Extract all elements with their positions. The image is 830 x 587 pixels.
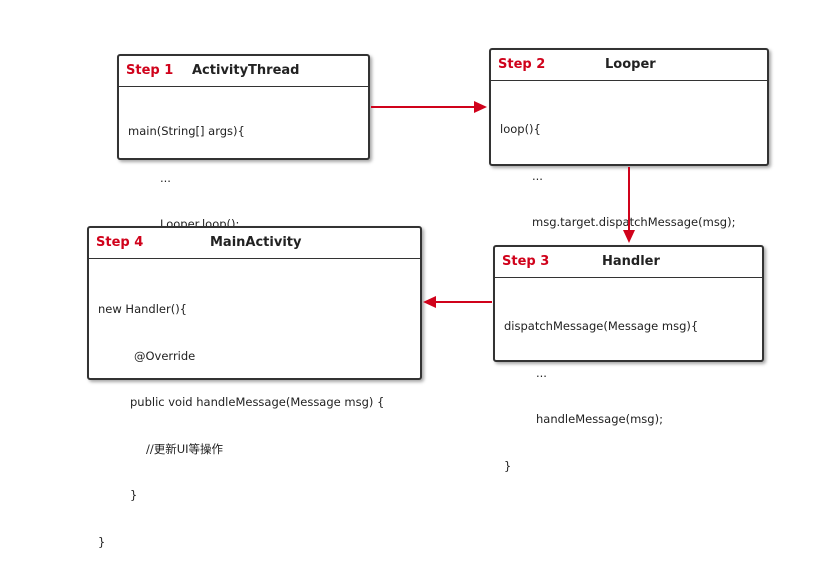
step2-header: Step 2 Looper <box>491 50 767 81</box>
step1-box: Step 1 ActivityThread main(String[] args… <box>117 54 370 278</box>
code-line: @Override <box>134 348 196 363</box>
code-line: main(String[] args){ <box>128 124 245 138</box>
step4-header: Step 4 MainActivity <box>89 228 420 259</box>
step2-label: Step 2 <box>498 57 546 72</box>
code-line: } <box>98 534 106 549</box>
code-line: loop(){ <box>500 122 541 136</box>
step1-header: Step 1 ActivityThread <box>119 56 368 87</box>
code-line: } <box>130 488 138 502</box>
step2-box: Step 2 Looper loop(){ ... msg.target.dis… <box>489 48 769 276</box>
step3-header: Step 3 Handler <box>495 247 762 278</box>
flow-arrows <box>371 101 635 308</box>
code-line: handleMessage(msg); <box>536 412 663 426</box>
arrowhead-step2-to-step3 <box>623 230 635 243</box>
step1-title: ActivityThread <box>192 63 300 78</box>
code-line: msg.target.dispatchMessage(msg); <box>532 215 736 229</box>
step4-title: MainActivity <box>210 235 302 250</box>
arrowhead-step1-to-step2 <box>474 101 487 113</box>
code-line: ... <box>536 365 547 380</box>
step3-label: Step 3 <box>502 254 550 269</box>
step1-label: Step 1 <box>126 63 174 78</box>
code-line: //更新UI等操作 <box>146 441 224 456</box>
step3-title: Handler <box>602 254 660 269</box>
step2-title: Looper <box>605 57 656 72</box>
arrowhead-step3-to-step4 <box>423 296 436 308</box>
code-line: new Handler(){ <box>98 302 187 316</box>
code-line: } <box>504 458 512 473</box>
code-line: dispatchMessage(Message msg){ <box>504 319 699 333</box>
step3-box: Step 3 Handler dispatchMessage(Message m… <box>493 245 764 473</box>
step3-code: dispatchMessage(Message msg){ ... handle… <box>495 278 762 511</box>
code-line: ... <box>160 170 171 185</box>
step2-code: loop(){ ... msg.target.dispatchMessage(m… <box>491 81 767 314</box>
code-line: public void handleMessage(Message msg) { <box>130 395 385 409</box>
code-line: ... <box>532 168 543 183</box>
step4-label: Step 4 <box>96 235 144 250</box>
